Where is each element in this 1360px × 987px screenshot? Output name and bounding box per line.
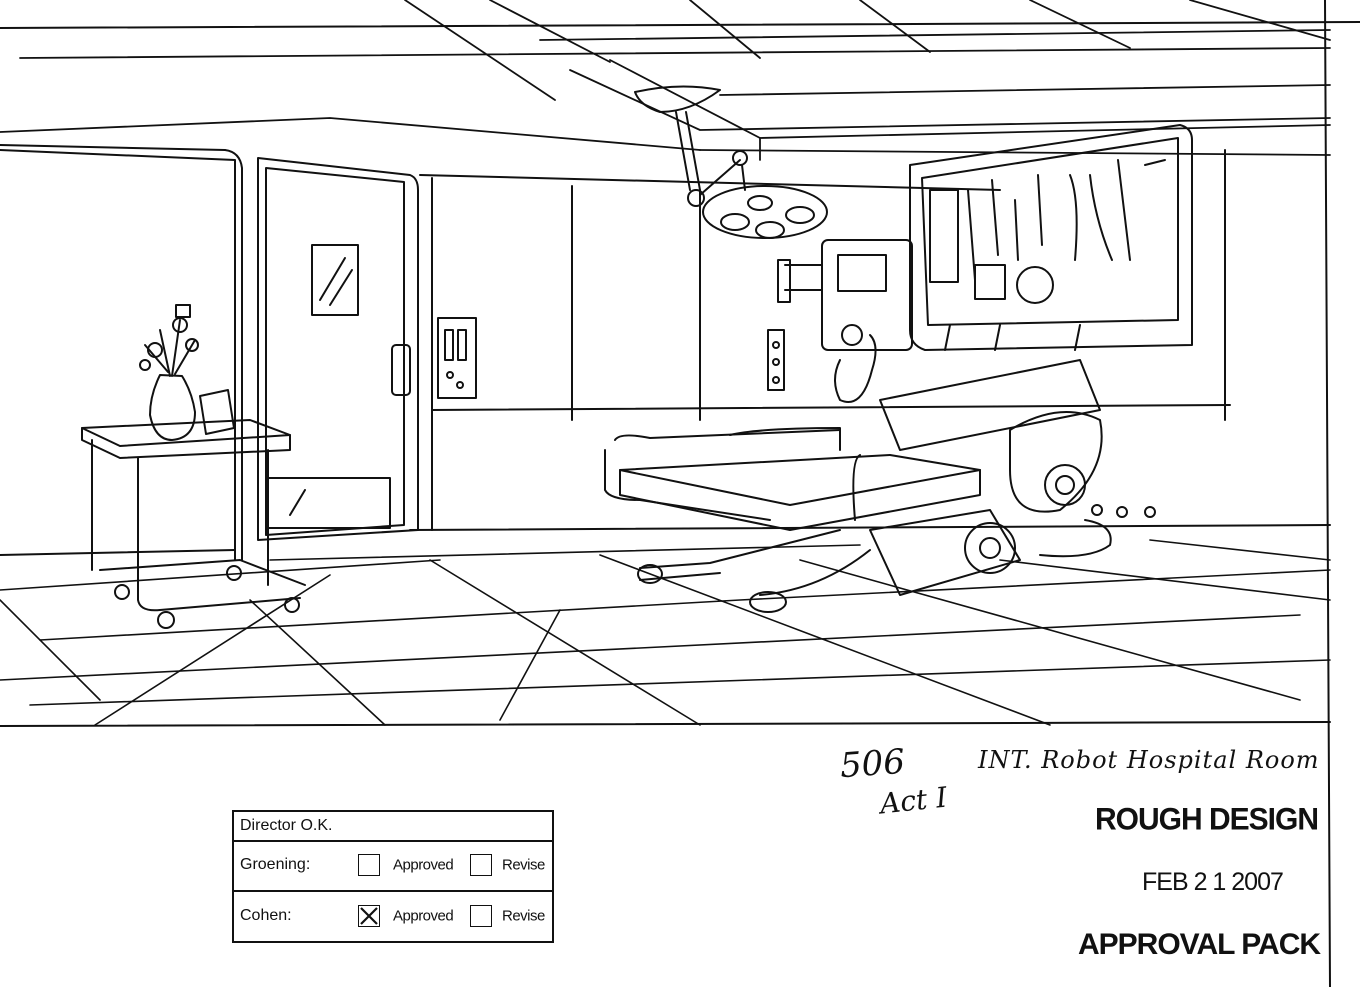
revise-checkbox[interactable]: [470, 904, 492, 927]
approval-pack-stamp: APPROVAL PACK: [1078, 928, 1321, 961]
side-table-with-vase: [81, 304, 306, 629]
scene-title: INT. Robot Hospital Room: [978, 746, 1320, 774]
date-stamp: FEB 2 1 2007: [1142, 868, 1284, 896]
surgical-lamp: [634, 85, 828, 239]
approved-label: Approved: [393, 907, 454, 924]
back-wall: [0, 144, 1331, 561]
tool-board: [909, 124, 1193, 351]
approved-label: Approved: [393, 856, 454, 874]
approval-row-cohen: Cohen: Approved Revise: [234, 890, 552, 941]
approved-checkbox[interactable]: [358, 904, 380, 927]
door: [257, 157, 419, 541]
form-header: Director O.K.: [240, 817, 333, 834]
floor-tiles: [0, 539, 1331, 726]
form-header-row: Director O.K.: [234, 812, 552, 842]
operating-table: [604, 359, 1156, 613]
revise-label: Revise: [502, 907, 545, 924]
wall-control-panel: [437, 317, 785, 399]
approver-name: Cohen:: [240, 906, 292, 924]
approver-name: Groening:: [240, 856, 311, 873]
approval-row-groening: Groening: Approved Revise: [234, 840, 552, 892]
approved-checkbox[interactable]: [358, 854, 380, 876]
revise-label: Revise: [502, 856, 545, 874]
rough-design-stamp: ROUGH DESIGN: [1095, 802, 1319, 837]
act-label: Act I: [878, 780, 949, 821]
director-approval-form: Director O.K. Groening: Approved Revise …: [232, 810, 554, 943]
scene-number: 506: [838, 741, 907, 787]
revise-checkbox[interactable]: [470, 854, 492, 876]
medical-machine: [777, 239, 913, 403]
check-x-icon: [360, 906, 378, 925]
ceiling-grid: [0, 0, 1331, 161]
